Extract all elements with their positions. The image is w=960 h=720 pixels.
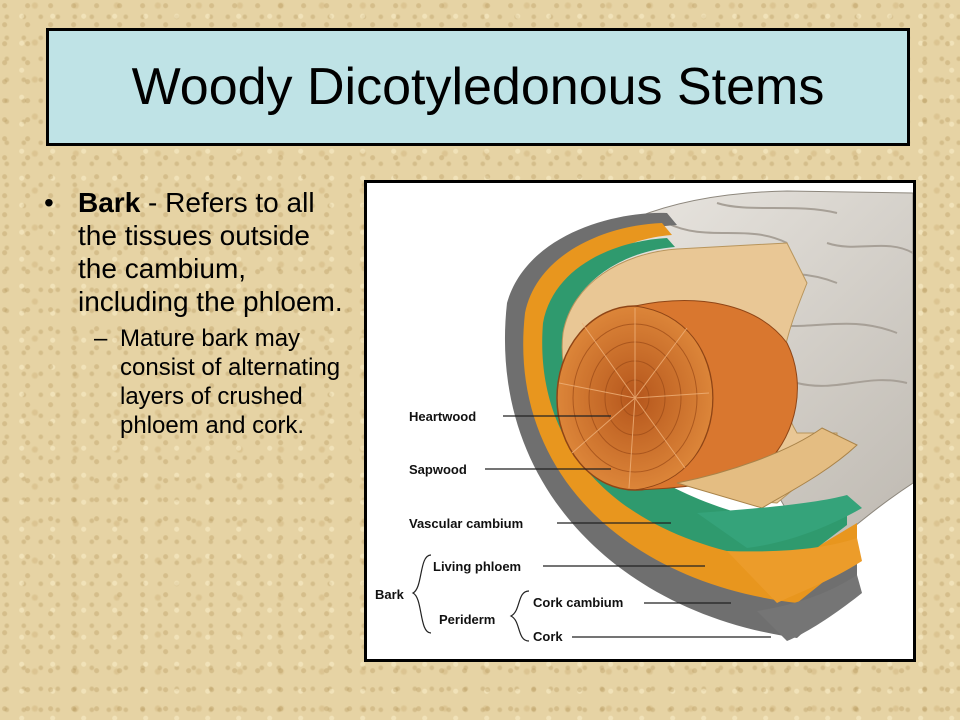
bullet-text: Bark - Refers to all the tissues outside…: [78, 186, 354, 318]
label-living-phloem: Living phloem: [433, 559, 521, 574]
sub-bullet: – Mature bark may consist of alternating…: [44, 324, 354, 440]
stem-illustration: Heartwood Sapwood Vascular cambium Livin…: [375, 190, 913, 644]
sub-bullet-text: Mature bark may consist of alternating l…: [120, 325, 341, 439]
label-heartwood: Heartwood: [409, 409, 476, 424]
dash-icon: –: [94, 325, 108, 352]
bullet-definition: - Refers to all the tissues outside the …: [78, 187, 343, 317]
periderm-brace: [509, 590, 530, 642]
bullet-dot-icon: •: [44, 187, 54, 218]
title-box: Woody Dicotyledonous Stems: [46, 28, 910, 146]
label-periderm: Periderm: [439, 612, 495, 627]
bullet-term: Bark: [78, 187, 141, 218]
label-cork: Cork: [533, 629, 563, 644]
label-bark: Bark: [375, 587, 405, 602]
bark-brace: [411, 554, 432, 634]
cambium-wedge: [697, 495, 862, 548]
bullet-bark: • Bark - Refers to all the tissues outsi…: [44, 186, 354, 318]
phloem-layer: [523, 223, 857, 603]
slide-content: • Bark - Refers to all the tissues outsi…: [44, 186, 354, 440]
slide-title: Woody Dicotyledonous Stems: [131, 58, 825, 116]
phloem-wedge: [727, 538, 862, 603]
label-cork-cambium: Cork cambium: [533, 595, 623, 610]
stem-diagram: Heartwood Sapwood Vascular cambium Livin…: [364, 180, 916, 662]
label-vascular-cambium: Vascular cambium: [409, 516, 523, 531]
cork-layer: [504, 212, 857, 638]
cork-wedge: [757, 575, 862, 641]
sapwood-wedge: [676, 427, 858, 509]
label-sapwood: Sapwood: [409, 462, 467, 477]
